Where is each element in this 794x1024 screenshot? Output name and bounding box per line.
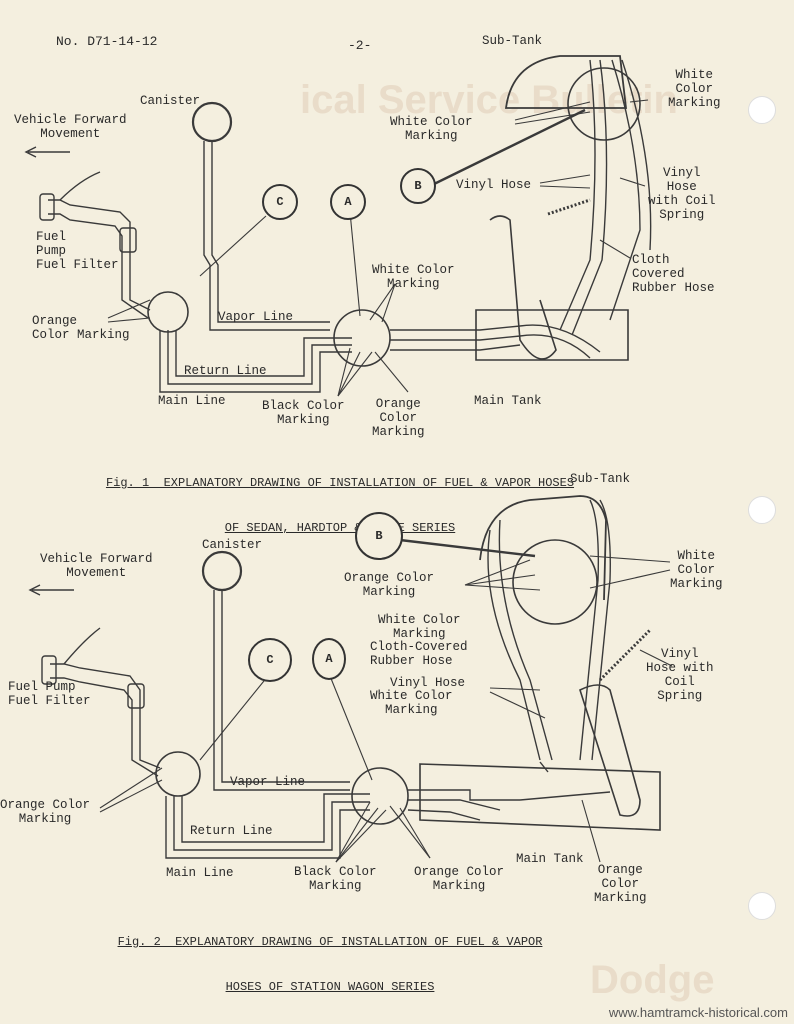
fig2-label-orange-left: Orange Color Marking xyxy=(0,798,91,826)
fig1-connector-c: C xyxy=(262,184,298,220)
fig2-label-vinyl: Vinyl Hose xyxy=(390,676,466,690)
fig2-label-cloth: Cloth-Covered Rubber Hose xyxy=(370,640,468,668)
fig2-label-white-right: White Color Marking xyxy=(670,549,723,591)
fig2-label-forward: Vehicle Forward Movement xyxy=(40,552,153,580)
fig2-leader-lines xyxy=(99,538,673,863)
fig1-label-vapor: Vapor Line xyxy=(218,310,294,324)
fig1-caption-line1: Fig. 1 EXPLANATORY DRAWING OF INSTALLATI… xyxy=(105,476,575,490)
fig2-label-black: Black Color Marking xyxy=(294,865,377,893)
fig2-label-vapor: Vapor Line xyxy=(230,775,306,789)
fig1-leader-lines xyxy=(107,99,649,397)
fig2-caption-line2: HOSES OF STATION WAGON SERIES xyxy=(225,980,435,994)
fig1-label-white-right: White Color Marking xyxy=(668,68,721,110)
fig2-label-white-tank: White Color Marking xyxy=(378,613,461,641)
fig1-label-sub-tank: Sub-Tank xyxy=(482,34,543,48)
fig2-label-orange-right: Orange Color Marking xyxy=(594,863,647,905)
fig1-forward-arrow xyxy=(24,146,70,158)
fig1-caption: Fig. 1 EXPLANATORY DRAWING OF INSTALLATI… xyxy=(60,446,620,551)
fig1-label-black: Black Color Marking xyxy=(262,399,345,427)
bleed-through-logo: Dodge xyxy=(590,958,715,1002)
fig1-label-fuel-pump: Fuel Pump Fuel Filter xyxy=(36,230,119,272)
fig1-connector-a: A xyxy=(330,184,366,220)
fig2-label-main-tank: Main Tank xyxy=(516,852,584,866)
fig2-label-return: Return Line xyxy=(190,824,273,838)
fig2-label-vinyl-coil: Vinyl Hose with Coil Spring xyxy=(646,647,714,703)
binder-hole-top xyxy=(748,96,776,124)
fig1-label-orange-left: Orange Color Marking xyxy=(32,314,130,342)
fig2-label-orange-mid: Orange Color Marking xyxy=(414,865,505,893)
fig2-caption: Fig. 2 EXPLANATORY DRAWING OF INSTALLATI… xyxy=(70,905,590,1010)
fig2-connector-a: A xyxy=(312,638,346,680)
fig1-label-canister: Canister xyxy=(140,94,201,108)
fig2-label-orange-tank: Orange Color Marking xyxy=(344,571,435,599)
fig2-label-main-line: Main Line xyxy=(166,866,234,880)
fig2-connector-c: C xyxy=(248,638,292,682)
fig1-diagram xyxy=(24,55,652,397)
footer-url[interactable]: www.hamtramck-historical.com xyxy=(608,1005,788,1020)
fig1-connector-b: B xyxy=(400,168,436,204)
bleed-through-title: ical Service Bulletin xyxy=(300,78,678,122)
fig2-connector-b: B xyxy=(355,512,403,560)
document-number: No. D71-14-12 xyxy=(56,34,158,49)
fig2-caption-line1: Fig. 2 EXPLANATORY DRAWING OF INSTALLATI… xyxy=(117,935,543,949)
fig1-label-vinyl-coil: Vinyl Hose with Coil Spring xyxy=(648,166,716,222)
page-number: -2- xyxy=(348,38,372,53)
fig2-forward-arrow xyxy=(28,584,74,596)
fig1-label-main-line: Main Line xyxy=(158,394,226,408)
fig1-label-white-mid: White Color Marking xyxy=(372,263,455,291)
fig1-label-main-tank: Main Tank xyxy=(474,394,542,408)
fig2-label-sub-tank: Sub-Tank xyxy=(570,472,631,486)
fig1-label-orange-mid: Orange Color Marking xyxy=(372,397,425,439)
fig1-label-vinyl: Vinyl Hose xyxy=(456,178,532,192)
fig2-label-canister: Canister xyxy=(202,538,263,552)
fig1-label-return: Return Line xyxy=(184,364,267,378)
fig1-label-white-tank: White Color Marking xyxy=(390,115,473,143)
binder-hole-middle xyxy=(748,496,776,524)
fig1-label-forward: Vehicle Forward Movement xyxy=(14,113,127,141)
fig2-label-fuel-pump: Fuel Pump Fuel Filter xyxy=(8,680,91,708)
binder-hole-bottom xyxy=(748,892,776,920)
fig2-label-white-mid: White Color Marking xyxy=(370,689,453,717)
fig1-label-cloth: Cloth Covered Rubber Hose xyxy=(632,253,715,295)
